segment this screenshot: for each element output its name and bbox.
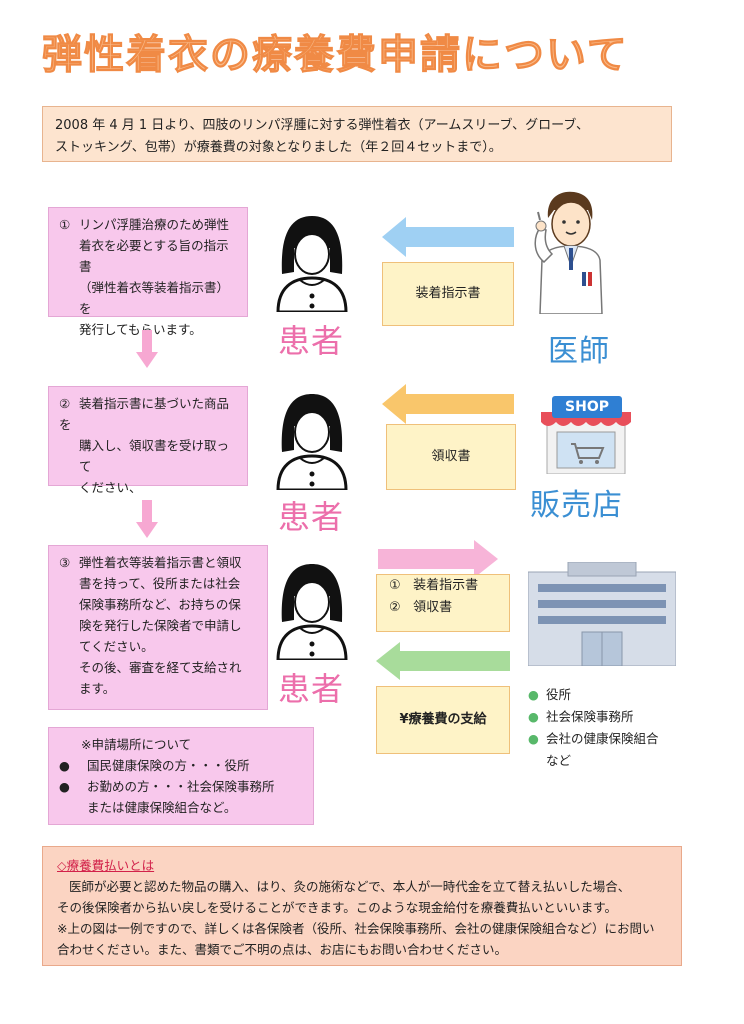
bullet-icon: ● xyxy=(528,687,539,702)
payment-box: ¥療養費の支給 xyxy=(376,686,510,754)
list-item: ● 役所 xyxy=(528,684,659,706)
patient-label: 患者 xyxy=(278,670,345,708)
step-3-line: 弾性着衣等装着指示書と領収 xyxy=(79,555,242,570)
page-title: 弾性着衣の療養費申請について xyxy=(42,32,629,79)
step-3-number: ③ xyxy=(59,555,71,570)
step-3-line: その後、審査を経て支給され xyxy=(79,660,242,675)
note-item: お勤めの方・・・社会保険事務所 xyxy=(87,779,275,794)
arrow-left-icon xyxy=(382,384,514,424)
bullet-icon: ● xyxy=(59,758,70,773)
payment-label: ¥療養費の支給 xyxy=(399,712,487,727)
explanation-text: 合わせください。また、書類でご不明の点は、お店にもお問い合わせください。 xyxy=(57,942,508,957)
step-3-line: 保険事務所など、お持ちの保 xyxy=(79,597,241,612)
step-2-line: 購入し、領収書を受け取って xyxy=(79,438,230,474)
submit-doc-number: ② xyxy=(389,600,401,615)
step-1-line: リンパ浮腫治療のため弾性 xyxy=(79,217,230,232)
arrow-left-icon xyxy=(376,642,510,680)
step-3-line: ます。 xyxy=(79,681,116,696)
office-name: 役所 xyxy=(546,687,572,702)
step-1-number: ① xyxy=(59,217,71,232)
step-1-box: ① リンパ浮腫治療のため弾性 着衣を必要とする旨の指示書 （弾性着衣等装着指示書）… xyxy=(48,207,248,337)
office-name: 社会保険事務所 xyxy=(546,709,634,724)
patient-icon xyxy=(276,216,348,312)
receipt-doc-box: 領収書 xyxy=(386,424,516,490)
step-1-line: 発行してもらいます。 xyxy=(79,322,202,337)
patient-label: 患者 xyxy=(278,322,345,360)
submit-doc-label: 領収書 xyxy=(413,600,453,615)
note-item: 国民健康保険の方・・・役所 xyxy=(87,758,250,773)
list-item: など xyxy=(528,750,659,772)
doctor-label: 医師 xyxy=(548,334,610,369)
bullet-icon: ● xyxy=(528,709,539,724)
patient-icon xyxy=(276,394,348,490)
office-list: ● 役所 ● 社会保険事務所 ● 会社の健康保険組合 など xyxy=(528,684,659,772)
submit-doc-number: ① xyxy=(389,578,401,593)
intro-box: 2008 年 4 月 1 日より、四肢のリンパ浮腫に対する弾性着衣（アームスリー… xyxy=(42,106,672,162)
step-3-box: ③ 弾性着衣等装着指示書と領収 書を持って、役所または社会 保険事務所など、お持ち… xyxy=(48,545,268,710)
intro-line-2: ストッキング、包帯）が療養費の対象となりました（年２回４セットまで）。 xyxy=(55,140,502,155)
application-place-note: ※申請場所について ● 国民健康保険の方・・・役所 ● お勤めの方・・・社会保険事務… xyxy=(48,727,314,825)
down-arrow-icon xyxy=(136,330,158,368)
explanation-heading: ◇療養費払いとは xyxy=(57,858,155,873)
submit-doc-box: ① 装着指示書 ② 領収書 xyxy=(376,574,510,632)
doctor-icon xyxy=(534,191,603,314)
step-3-line: てください。 xyxy=(79,639,154,654)
submit-doc-label: 装着指示書 xyxy=(413,578,479,593)
explanation-box: ◇療養費払いとは 医師が必要と認めた物品の購入、はり、灸の施術などで、本人が一時… xyxy=(42,846,682,966)
explanation-text: ※上の図は一例ですので、詳しくは各保険者（役所、社会保険事務所、会社の健康保険組… xyxy=(57,921,655,936)
down-arrow-icon xyxy=(136,500,158,538)
list-item: ● 社会保険事務所 xyxy=(528,706,659,728)
office-etc: など xyxy=(546,753,572,768)
office-name: 会社の健康保険組合 xyxy=(546,731,659,746)
bullet-icon: ● xyxy=(59,779,70,794)
note-item: または健康保険組合など。 xyxy=(87,800,237,815)
shop-sign: SHOP xyxy=(552,396,622,418)
arrow-right-icon xyxy=(378,540,498,578)
shop-label: 販売店 xyxy=(530,488,623,523)
instruction-doc-label: 装着指示書 xyxy=(415,286,481,301)
patient-label: 患者 xyxy=(278,498,345,536)
intro-line-1: 2008 年 4 月 1 日より、四肢のリンパ浮腫に対する弾性着衣（アームスリー… xyxy=(55,118,589,133)
list-item: ● 会社の健康保険組合 xyxy=(528,728,659,750)
step-1-line: 着衣を必要とする旨の指示書 xyxy=(79,238,229,274)
arrow-left-icon xyxy=(382,217,514,257)
explanation-text: 医師が必要と認めた物品の購入、はり、灸の施術などで、本人が一時代金を立て替え払い… xyxy=(69,879,631,894)
shop-icon xyxy=(541,412,631,474)
step-2-line: ください、 xyxy=(79,480,142,495)
bullet-icon: ● xyxy=(528,731,539,746)
note-heading: ※申請場所について xyxy=(81,737,192,752)
step-3-line: 書を持って、役所または社会 xyxy=(79,576,241,591)
step-1-line: （弾性着衣等装着指示書）を xyxy=(79,280,230,316)
step-3-line: 険を発行した保険者で申請し xyxy=(79,618,242,633)
patient-icon xyxy=(276,564,348,660)
step-2-line: 装着指示書に基づいた商品を xyxy=(59,396,230,432)
receipt-doc-label: 領収書 xyxy=(431,449,471,464)
instruction-doc-box: 装着指示書 xyxy=(382,262,514,326)
step-2-number: ② xyxy=(59,396,71,411)
office-building-icon xyxy=(528,562,676,666)
explanation-text: その後保険者から払い戻しを受けることができます。このような現金給付を療養費払いと… xyxy=(57,900,618,915)
